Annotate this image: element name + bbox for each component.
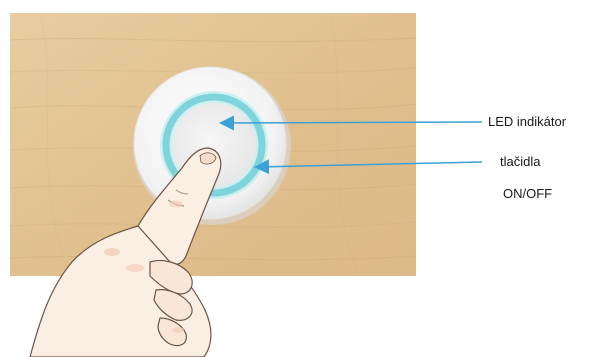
arrow-button-ring <box>254 159 483 175</box>
label-button-state: ON/OFF <box>503 186 553 201</box>
arrow-led-indicator <box>219 115 483 131</box>
label-led-indicator: LED indikátor <box>488 114 567 129</box>
label-button-name: tlačidla <box>500 154 541 169</box>
hand-icon <box>29 147 222 357</box>
led-ring <box>162 93 266 197</box>
